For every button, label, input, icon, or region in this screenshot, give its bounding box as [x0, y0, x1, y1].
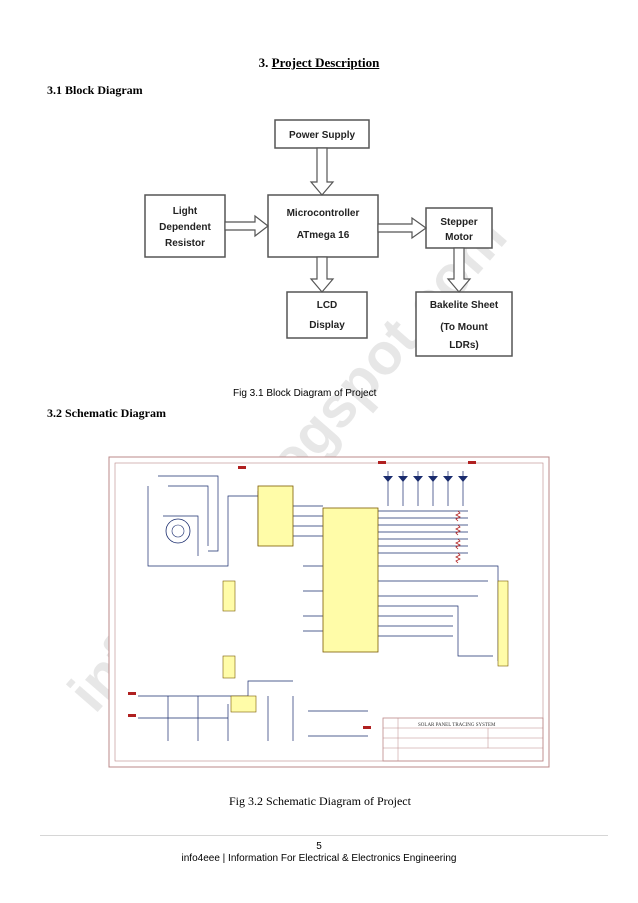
mcu-label-1: Microcontroller: [287, 208, 360, 219]
lcd-connector: [497, 580, 509, 667]
lcd-label-1: LCD: [317, 300, 338, 311]
bakelite-label-3: LDRs): [449, 340, 478, 351]
fig2-caption: Fig 3.2 Schematic Diagram of Project: [229, 794, 411, 808]
driver-ic: [257, 485, 294, 547]
stepper-label-1: Stepper: [440, 217, 477, 228]
arrow-mcu-to-lcd: [309, 256, 335, 293]
stepper-motor-box: [425, 207, 493, 249]
block-diagram: Power Supply Light Dependent Resistor Mi…: [144, 119, 513, 357]
connector-2: [222, 655, 236, 679]
motor-symbol: [165, 518, 191, 544]
schematic-title: SOLAR PANEL TRACING SYSTEM: [418, 723, 496, 728]
schematic-inner-frame: [114, 462, 544, 762]
footer-divider: [40, 835, 608, 836]
title-text: Project Description: [271, 55, 380, 70]
lcd-box: [286, 291, 368, 339]
title-number: 3.: [258, 55, 269, 70]
page-title: 3. Project Description: [0, 55, 638, 71]
lcd-label-2: Display: [309, 320, 345, 331]
regulator-ic: [230, 695, 257, 713]
arrow-power-to-mcu: [309, 147, 335, 196]
ldr-label-2: Dependent: [159, 222, 211, 233]
schematic-diagram: SOLAR PANEL TRACING SYSTEM: [108, 456, 550, 768]
footer-text: info4eee | Information For Electrical & …: [181, 853, 457, 864]
led-row: [383, 476, 468, 482]
title-block: [382, 717, 544, 762]
arrow-mcu-to-stepper: [377, 216, 428, 240]
power-supply-label: Power Supply: [289, 130, 356, 141]
motor-inner: [171, 524, 185, 538]
connector-1: [222, 580, 236, 612]
ldr-label-1: Light: [173, 206, 198, 217]
block-diagram-heading: 3.1 Block Diagram: [47, 83, 143, 97]
resistor-bank: [455, 510, 461, 564]
power-supply-box: [274, 119, 370, 149]
arrow-stepper-to-bakelite: [446, 247, 472, 293]
mcu-label-2: ATmega 16: [297, 230, 350, 241]
bakelite-label-1: Bakelite Sheet: [430, 300, 499, 311]
bakelite-box: [415, 291, 513, 357]
fig1-caption: Fig 3.1 Block Diagram of Project: [233, 388, 377, 399]
atmega-ic: [322, 507, 379, 653]
arrow-ldr-to-mcu: [224, 214, 269, 238]
bakelite-label-2: (To Mount: [440, 322, 488, 333]
microcontroller-box: [267, 194, 379, 258]
schematic-heading: 3.2 Schematic Diagram: [47, 406, 166, 420]
power-markers: [128, 461, 476, 729]
ldr-box: [144, 194, 226, 258]
page-number: 5: [316, 841, 322, 852]
ldr-label-3: Resistor: [165, 238, 205, 249]
stepper-label-2: Motor: [445, 232, 473, 243]
